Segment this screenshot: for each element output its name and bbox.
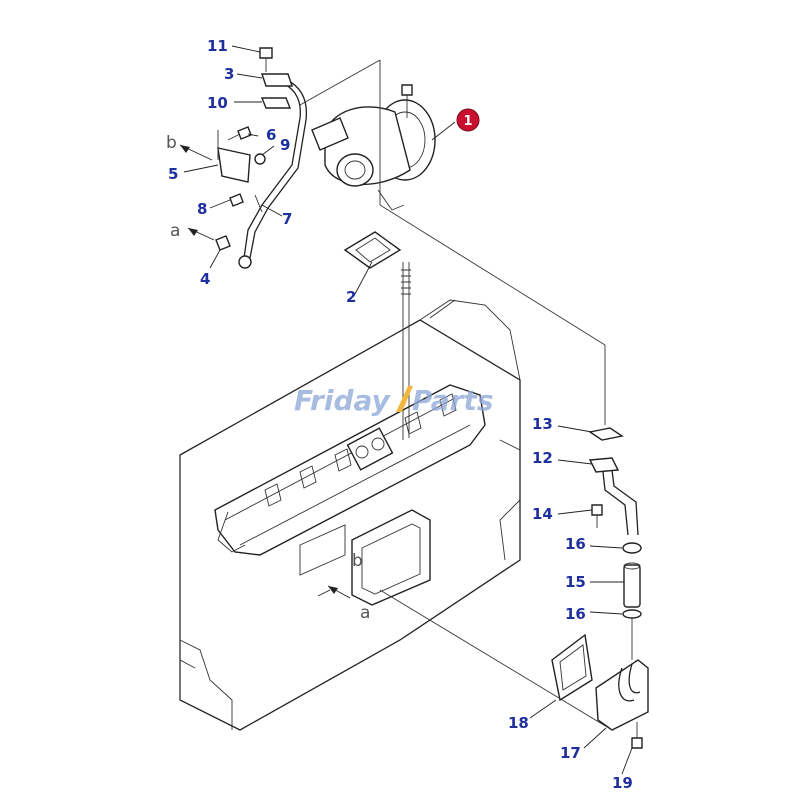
callout-17: 17 [560,744,581,762]
bolt-14 [591,504,603,528]
callout-11: 11 [207,37,228,55]
turbo-top-bolt [401,84,413,118]
view-mark-a-top: a [170,221,180,241]
callout-1: 1 [463,114,472,129]
clamp-7 [254,194,263,213]
washer-9 [254,153,266,165]
view-mark-b-top: b [166,133,177,153]
flange-3 [261,73,293,87]
connector-line [379,589,613,731]
callout-12: 12 [532,449,553,467]
callout-7: 7 [282,210,292,228]
callout-5: 5 [168,165,178,183]
bolt-6 [227,126,252,141]
watermark-text-right: Parts [412,384,493,417]
clamp-16-upper [622,542,642,554]
leader-lines [179,45,633,775]
gasket-10 [260,97,292,109]
view-mark-b-bottom: b [352,551,363,571]
bracket-5 [217,130,251,183]
callout-8: 8 [197,200,207,218]
callout-9: 9 [280,136,290,154]
engine-block [179,299,521,731]
gasket-18 [551,633,593,702]
clamp-16-lower [622,609,642,660]
view-mark-a-bottom: a [360,603,370,623]
gasket-13 [588,427,624,441]
callout-3: 3 [224,65,234,83]
callout-4: 4 [200,270,210,288]
bolt-8 [229,193,244,207]
watermark-logo: Friday Parts [294,384,493,417]
return-tube-12 [588,457,639,536]
callout-2: 2 [346,288,356,306]
fitting-4 [215,235,231,251]
callout-10: 10 [207,94,228,112]
callout-14: 14 [532,505,553,523]
watermark-text-left: Friday [294,384,392,417]
highlight-callout-1: 1 [456,108,480,132]
callout-15: 15 [565,573,586,591]
bolt-11 [259,47,273,72]
side-cover [299,509,431,606]
callout-6: 6 [266,126,276,144]
callout-18: 18 [508,714,529,732]
exhaust-manifold [214,262,486,556]
turbocharger [299,59,606,425]
callout-19: 19 [612,774,633,792]
callout-13: 13 [532,415,553,433]
callout-16-lower: 16 [565,605,586,623]
bolt-19 [631,722,643,749]
hose-15 [623,562,641,608]
callout-16-upper: 16 [565,535,586,553]
watermark-slash-icon [396,386,413,412]
elbow-17 [595,659,649,731]
gasket-2 [343,231,402,269]
